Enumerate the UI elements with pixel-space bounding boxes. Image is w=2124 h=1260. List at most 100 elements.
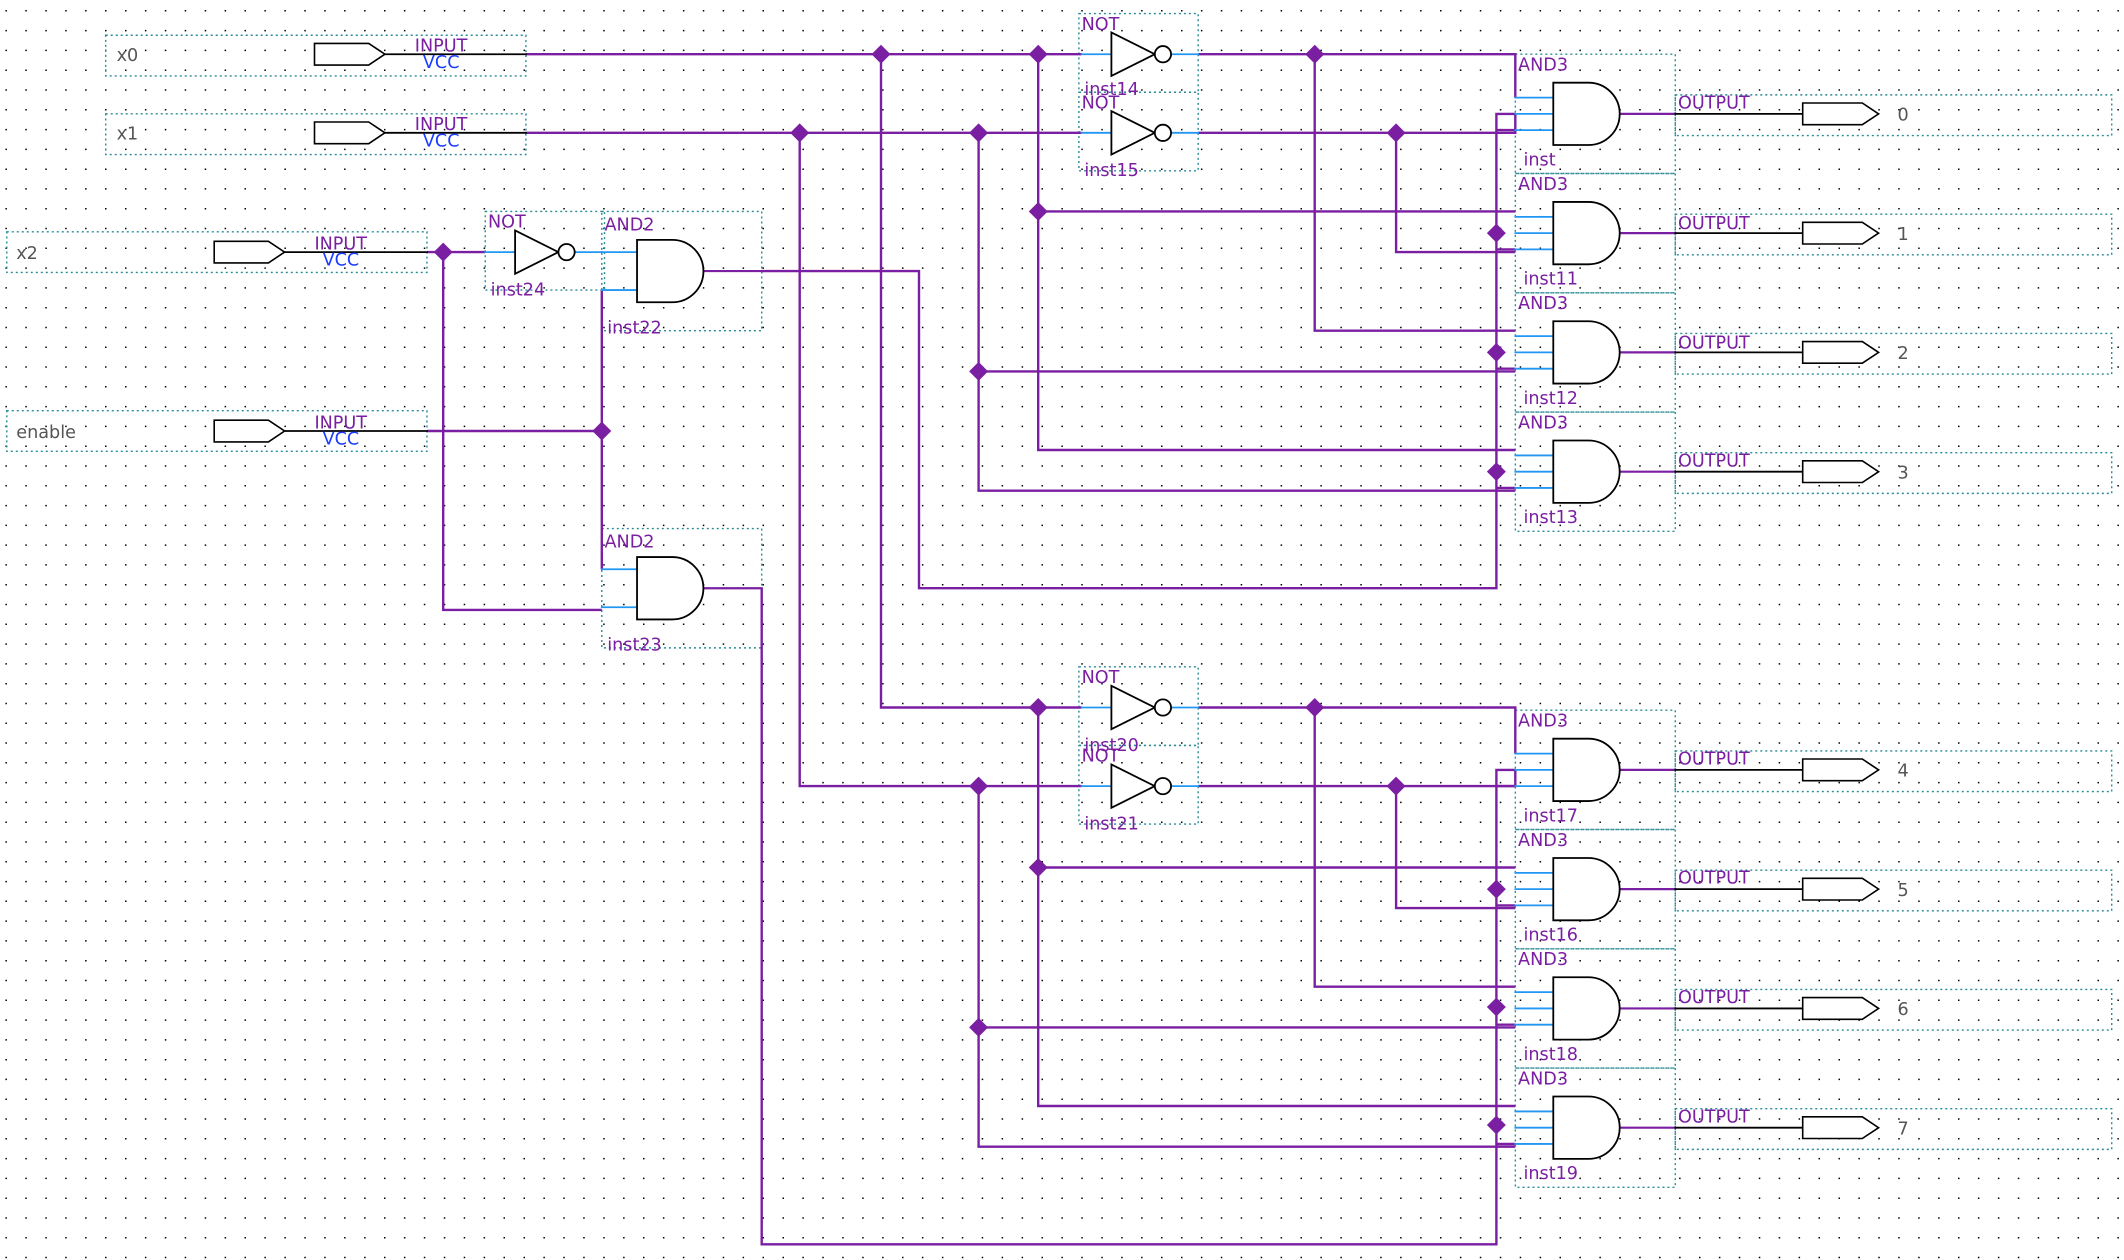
and-gate-symbol — [1552, 1095, 1621, 1160]
output-pin-arrow — [1801, 340, 1881, 365]
and-gate-symbol — [1552, 439, 1621, 504]
output-pin-box — [1674, 988, 2113, 1031]
not-gate-inst: inst14 — [1084, 80, 1139, 100]
pin-stubs — [283, 53, 1804, 1145]
input-pin-arrow — [213, 240, 287, 264]
output-pin-name: 3 — [1898, 463, 1909, 483]
junction-dot — [790, 123, 810, 143]
output-pin-box — [1674, 750, 2113, 793]
and-gate-symbol — [636, 239, 705, 304]
output-pin-arrow — [1801, 221, 1881, 245]
junction-dot — [871, 44, 891, 64]
output-pin-type: OUTPUT — [1678, 214, 1750, 234]
junction-dot — [969, 361, 989, 381]
x0-tap-wire — [1036, 54, 1516, 452]
input-pin-type: INPUT — [314, 413, 367, 433]
output-pin-arrow — [1801, 459, 1881, 484]
not-gate-inst: inst21 — [1084, 815, 1139, 835]
and3-gate-inst: inst — [1523, 150, 1555, 170]
and3-gate-type: AND3 — [1518, 1069, 1568, 1089]
input-pin-name: x2 — [16, 244, 38, 264]
input-pin-arrow — [213, 419, 287, 443]
junction-dot — [1028, 698, 1048, 718]
output-pin-arrow — [1801, 758, 1881, 782]
and3-gate-type: AND3 — [1518, 950, 1568, 970]
junction-dot — [1305, 44, 1325, 64]
x1-tap-wire — [977, 132, 1516, 492]
output-pin-arrow — [1801, 877, 1881, 901]
input-pin-box — [105, 34, 527, 77]
output-pin-type: OUTPUT — [1678, 1107, 1750, 1127]
output-pin-box — [1674, 1108, 2113, 1151]
input-pin-name: enable — [16, 423, 76, 443]
not-gate-inst: inst15 — [1084, 161, 1139, 181]
junction-dot — [969, 776, 989, 796]
and3-gate-inst: inst17 — [1523, 806, 1578, 826]
junction-dot — [1486, 879, 1506, 899]
and3-gate-inst: inst18 — [1523, 1045, 1578, 1065]
input-pin-name: x0 — [117, 46, 139, 66]
not-gate-symbol — [1110, 762, 1157, 810]
not-gate-type: NOT — [1082, 747, 1120, 767]
output-pin-name: 1 — [1898, 225, 1909, 245]
output-pin-arrow — [1801, 102, 1881, 126]
and3-gate-inst: inst16 — [1523, 926, 1578, 946]
not-gate-bubble — [1153, 45, 1172, 64]
output-pin-type: OUTPUT — [1678, 869, 1750, 889]
and3-gate-inst: inst19 — [1523, 1164, 1578, 1184]
and-gate-symbol — [1552, 857, 1621, 922]
and-gate-symbol — [1552, 201, 1621, 266]
grid-dot-pattern — [5, 10, 2119, 1259]
and2-gate-type: AND2 — [605, 533, 655, 553]
not-gate-type: NOT — [1082, 93, 1120, 113]
junction-dot — [592, 421, 612, 441]
junction-dot — [1486, 342, 1506, 362]
output-pin-arrow — [1801, 996, 1881, 1021]
and3-gate-type: AND3 — [1518, 55, 1568, 75]
not-gate-box — [1078, 666, 1199, 747]
output-pin-name: 0 — [1898, 106, 1909, 126]
and3-gate-type: AND3 — [1518, 831, 1568, 851]
and3-gate-type: AND3 — [1518, 413, 1568, 433]
enable-bottom-bus — [760, 588, 1516, 1246]
output-pin-name: 7 — [1898, 1119, 1909, 1139]
not-gate-box — [484, 210, 606, 291]
junction-dot — [1486, 223, 1506, 243]
not-x1-wire — [1198, 131, 1516, 254]
not-x0-wire — [1198, 706, 1516, 988]
enable-top-bus — [761, 112, 1516, 590]
and3-gate-type: AND3 — [1518, 294, 1568, 314]
x0-tap-wire — [1036, 707, 1516, 1108]
and-gate-symbol — [1552, 320, 1621, 385]
instance-boxes — [6, 12, 2113, 1189]
junction-dot — [1028, 857, 1048, 877]
output-pin-type: OUTPUT — [1678, 749, 1750, 769]
junctions — [433, 44, 1506, 1135]
not-gate-type: NOT — [1082, 668, 1120, 688]
output-pin-type: OUTPUT — [1678, 333, 1750, 353]
output-pin-name: 6 — [1898, 1000, 1909, 1020]
junction-dot — [1305, 698, 1325, 718]
output-pin-type: OUTPUT — [1678, 93, 1750, 113]
and3-gate-inst: inst13 — [1523, 508, 1578, 528]
junction-dot — [433, 242, 453, 262]
junction-dot — [969, 123, 989, 143]
and-gate-symbol — [636, 556, 705, 621]
junction-dot — [1386, 776, 1406, 796]
output-pin-name: 2 — [1898, 344, 1909, 364]
grid-dots — [5, 10, 2119, 1259]
not-gate-inst: inst20 — [1084, 736, 1139, 756]
output-pin-box — [1674, 869, 2113, 912]
not-gate-symbol — [1110, 684, 1157, 731]
and3-gate-inst: inst12 — [1523, 389, 1578, 409]
input-pin-default: VCC — [323, 430, 360, 450]
not-gate-bubble — [1153, 777, 1172, 796]
junction-dot — [1486, 1115, 1506, 1135]
and-gate-symbol — [1552, 976, 1621, 1041]
input-pin-type: INPUT — [415, 115, 468, 135]
and2-gate-type: AND2 — [605, 215, 655, 235]
symbols — [213, 31, 1881, 1160]
and3-gate-type: AND3 — [1518, 175, 1568, 195]
